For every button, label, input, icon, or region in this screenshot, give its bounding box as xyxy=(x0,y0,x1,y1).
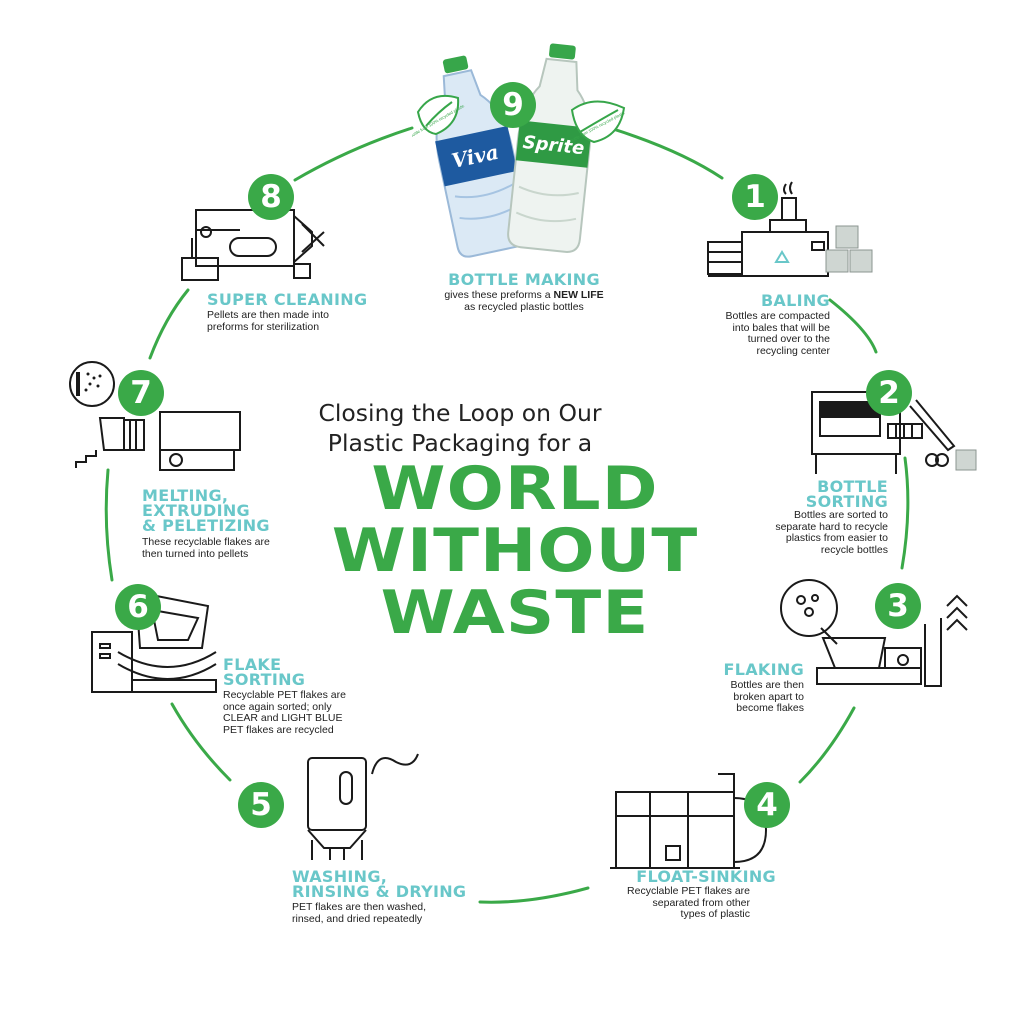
step-6-desc: Recyclable PET flakes are once again sor… xyxy=(223,689,346,736)
world-without-waste-heading: WORLD WITHOUT WASTE xyxy=(331,454,699,648)
extruder-machine-icon xyxy=(69,361,241,471)
step-7-desc: These recyclable flakes are then turned … xyxy=(142,536,270,560)
step-1-desc: Bottles are compacted into bales that wi… xyxy=(725,310,830,357)
flaking-machine-icon xyxy=(780,579,968,687)
step-4-title: FLOAT-SINKING xyxy=(636,867,776,886)
step-8-title: SUPER CLEANING xyxy=(207,290,368,309)
recycled-bottles-icon: Viva Sprite bottle from 100% recycled pl… xyxy=(412,43,626,258)
step-7-badge: 7 xyxy=(118,370,164,416)
step-4-badge: 4 xyxy=(744,782,790,828)
step-1-title: BALING xyxy=(760,291,830,310)
step-6-badge: 6 xyxy=(115,584,161,630)
step-9-badge: 9 xyxy=(490,82,536,128)
step-5-title: WASHING, RINSING & DRYING xyxy=(292,867,467,901)
step-2-title: BOTTLE SORTING xyxy=(805,477,888,511)
step-2-badge: 2 xyxy=(866,370,912,416)
step-9-title: BOTTLE MAKING xyxy=(448,270,600,289)
arc-3-4 xyxy=(798,706,856,784)
flake-sorting-machine-icon xyxy=(91,590,217,693)
arc-5-6 xyxy=(170,702,232,782)
float-sink-tank-icon xyxy=(610,773,768,869)
bottle-sorting-machine-icon xyxy=(811,391,977,474)
arc-1-2 xyxy=(828,298,878,354)
arc-2-3 xyxy=(900,456,910,570)
arc-4-5 xyxy=(478,886,590,904)
super-cleaning-machine-icon xyxy=(181,209,325,281)
step-3-title: FLAKING xyxy=(723,660,804,679)
baling-machine-icon xyxy=(707,181,873,277)
washing-tank-icon xyxy=(307,753,419,860)
step-7-title: MELTING, EXTRUDING & PELETIZING xyxy=(142,486,270,535)
step-6-title: FLAKE SORTING xyxy=(223,655,306,689)
step-5-badge: 5 xyxy=(238,782,284,828)
step-1-badge: 1 xyxy=(732,174,778,220)
right-recycled-leaf-icon: bottle from 100% recycled plastic xyxy=(569,100,626,143)
arc-9-1 xyxy=(608,126,724,180)
step-4-desc: Recyclable PET flakes are separated from… xyxy=(627,885,750,920)
step-8-desc: Pellets are then made into preforms for … xyxy=(207,309,329,333)
arc-8-9 xyxy=(293,126,414,182)
step-3-badge: 3 xyxy=(875,583,921,629)
step-2-desc: Bottles are sorted to separate hard to r… xyxy=(775,509,888,556)
arc-7-8 xyxy=(148,288,190,360)
arc-6-7 xyxy=(104,468,114,582)
step-5-desc: PET flakes are then washed, rinsed, and … xyxy=(292,901,427,925)
step-3-desc: Bottles are then broken apart to become … xyxy=(730,679,804,714)
step-9-desc: gives these preforms a NEW LIFE as recyc… xyxy=(444,289,604,313)
center-intro: Closing the Loop on Our Plastic Packagin… xyxy=(318,399,602,457)
step-8-badge: 8 xyxy=(248,174,294,220)
